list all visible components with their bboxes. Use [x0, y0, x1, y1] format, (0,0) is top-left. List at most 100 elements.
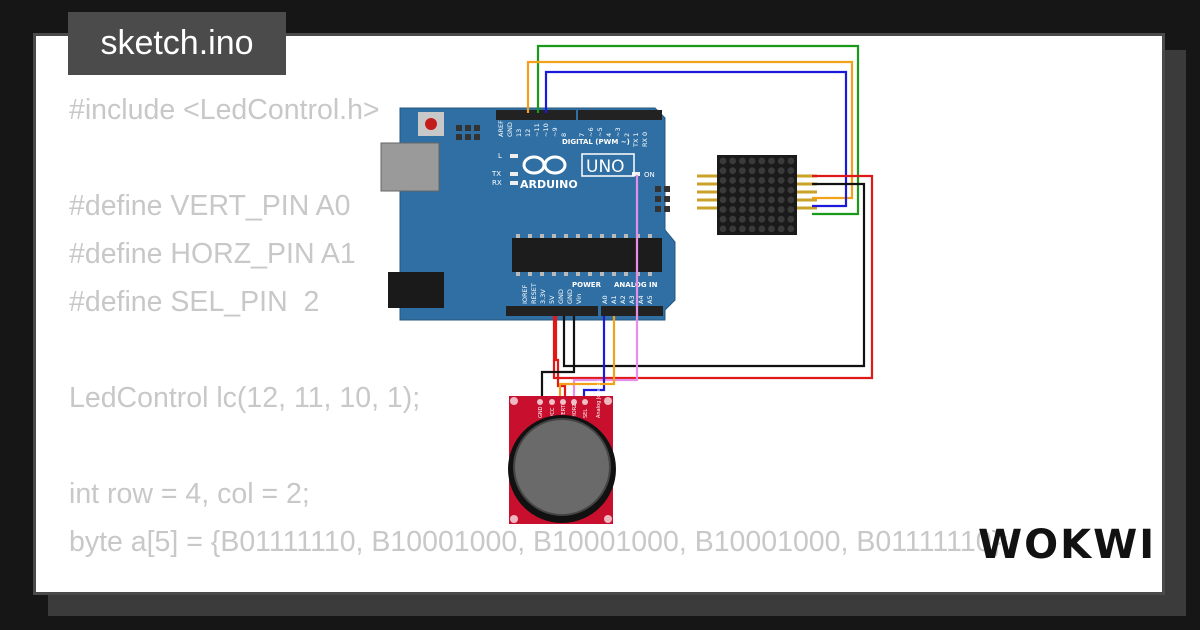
- matrix-led: [777, 196, 785, 204]
- matrix-led: [719, 177, 727, 184]
- arduino-infinity-icon: [522, 155, 567, 175]
- power-jack: [388, 272, 444, 308]
- pin-label: GND: [566, 289, 574, 304]
- pin-label: RESET: [530, 283, 538, 304]
- matrix-led: [729, 186, 737, 194]
- matrix-led: [777, 215, 785, 223]
- reset-button[interactable]: [425, 118, 437, 130]
- matrix-led: [729, 206, 737, 213]
- model-label: UNO: [586, 157, 625, 177]
- pin-label: A4: [637, 295, 645, 304]
- analog-label: ANALOG IN: [614, 281, 658, 289]
- matrix-led: [777, 225, 785, 233]
- analog-joystick[interactable]: GND VCC VERT HORZ SEL Analog Joystick: [508, 380, 616, 524]
- matrix-led: [787, 157, 795, 165]
- matrix-led: [729, 215, 737, 223]
- matrix-led: [758, 225, 766, 233]
- matrix-led: [748, 225, 756, 233]
- matrix-led: [777, 157, 785, 165]
- wires: [526, 44, 874, 398]
- wire-black-joystick: [540, 316, 576, 398]
- joystick-pin-label: HORZ: [572, 403, 578, 418]
- matrix-led: [768, 186, 775, 194]
- matrix-led: [729, 157, 737, 165]
- code-line: #define VERT_PIN A0: [69, 190, 351, 222]
- matrix-led: [787, 177, 795, 184]
- matrix-led: [758, 196, 766, 204]
- filename-tab: sketch.ino: [68, 12, 286, 75]
- pin-label: Vin: [575, 294, 583, 304]
- on-label: ON: [644, 171, 655, 179]
- pin-label: ~5: [596, 127, 604, 137]
- pin-label: A5: [646, 295, 654, 304]
- pin-label: ~3: [614, 127, 622, 137]
- code-line: byte a[5] = {B01111110, B10001000, B1000…: [69, 526, 1010, 558]
- matrix-led: [758, 167, 766, 175]
- brand-label: ARDUINO: [520, 178, 578, 191]
- code-line: int row = 4, col = 2;: [69, 478, 310, 510]
- matrix-led: [739, 225, 746, 233]
- matrix-led: [748, 157, 756, 165]
- pin-label: 13: [515, 129, 523, 137]
- matrix-led: [777, 167, 785, 175]
- matrix-led: [719, 186, 727, 194]
- matrix-led: [748, 167, 756, 175]
- matrix-led: [729, 167, 737, 175]
- pin-label: 3.3V: [539, 289, 547, 304]
- pin-label: IOREF: [521, 284, 529, 304]
- matrix-led: [719, 206, 727, 213]
- matrix-led: [719, 157, 727, 165]
- code-line: #define HORZ_PIN A1: [69, 238, 356, 270]
- led-matrix-8x8: [697, 155, 817, 235]
- pin-label: A3: [628, 295, 636, 304]
- wire-pink-sel: [572, 175, 639, 398]
- power-label: POWER: [572, 281, 602, 289]
- matrix-led: [768, 177, 775, 184]
- matrix-led: [758, 206, 766, 213]
- joystick-pin-label: VERT: [561, 404, 567, 418]
- pin-label: AREF: [497, 120, 505, 137]
- matrix-led: [739, 177, 746, 184]
- rx-label: RX: [492, 179, 502, 187]
- digital-header-right: [578, 110, 662, 120]
- matrix-led: [787, 196, 795, 204]
- matrix-led: [758, 215, 766, 223]
- digital-label: DIGITAL (PWM ~): [562, 138, 630, 146]
- pin-label: GND: [506, 122, 514, 137]
- matrix-led: [768, 215, 775, 223]
- matrix-led: [719, 196, 727, 204]
- arduino-uno-board: L TX RX ON ARDUINO UNO DIGITAL (PWM ~) P…: [380, 107, 676, 321]
- power-header: [506, 306, 598, 316]
- pin-label: 4: [605, 133, 613, 137]
- matrix-led: [719, 225, 727, 233]
- wire-orange: [526, 60, 854, 200]
- digital-header-left: [496, 110, 576, 120]
- matrix-led: [777, 206, 785, 213]
- matrix-led: [739, 215, 746, 223]
- joystick-knob[interactable]: [513, 418, 611, 516]
- usb-port: [380, 142, 440, 192]
- tx-label: TX: [491, 170, 501, 178]
- pin-label: GND: [557, 289, 565, 304]
- pin-label: ~6: [587, 127, 595, 137]
- pin-label: 12: [524, 129, 532, 137]
- matrix-led: [787, 186, 795, 194]
- pin-label: 5V: [548, 295, 556, 304]
- matrix-led: [719, 167, 727, 175]
- matrix-led: [748, 215, 756, 223]
- wire-green: [536, 44, 860, 216]
- matrix-led: [768, 157, 775, 165]
- code-preview: #include <LedControl.h> #define VERT_PIN…: [69, 86, 1009, 566]
- code-line: #include <LedControl.h>: [69, 94, 380, 126]
- pin-label: ~10: [542, 123, 550, 137]
- matrix-led: [739, 157, 746, 165]
- matrix-led: [787, 167, 795, 175]
- matrix-led: [748, 186, 756, 194]
- matrix-led: [758, 177, 766, 184]
- matrix-led: [748, 206, 756, 213]
- pin-label: RX 0: [641, 132, 649, 147]
- joystick-pin-label: GND: [538, 406, 544, 418]
- pin-label: A2: [619, 295, 627, 304]
- joystick-pin-label: VCC: [550, 407, 556, 418]
- matrix-led: [758, 157, 766, 165]
